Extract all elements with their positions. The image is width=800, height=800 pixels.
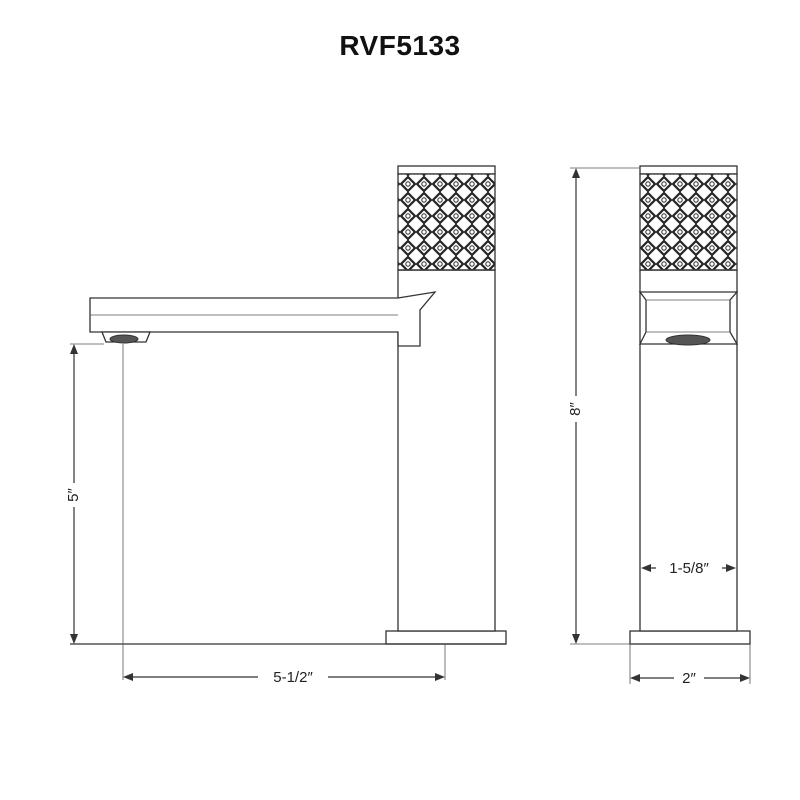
label-spout-reach: 5-1/2″ [273, 669, 313, 686]
side-knurled-handle [639, 173, 738, 271]
side-view [570, 165, 751, 684]
label-spout-height: 5″ [65, 487, 82, 501]
dimension-spout-reach: 5-1/2″ [123, 667, 445, 687]
front-base-plate [385, 630, 507, 645]
dimension-spout-height: 5″ [64, 344, 84, 644]
front-spout [89, 291, 437, 347]
label-body-width: 1-5/8″ [669, 560, 709, 577]
label-total-height: 8″ [567, 401, 584, 415]
side-base-plate [629, 630, 751, 645]
dimension-total-height: 8″ [566, 168, 586, 644]
dimension-body-width: 1-5/8″ [641, 558, 736, 578]
side-spout-end [638, 291, 739, 345]
dimension-base-width: 2″ [630, 668, 750, 688]
side-aerator [665, 334, 711, 346]
front-handle-cap [397, 165, 496, 175]
label-base-width: 2″ [682, 670, 696, 687]
product-title: RVF5133 [339, 30, 461, 61]
front-view [70, 165, 507, 680]
front-knurled-handle [397, 173, 496, 271]
side-handle-cap [639, 165, 738, 175]
